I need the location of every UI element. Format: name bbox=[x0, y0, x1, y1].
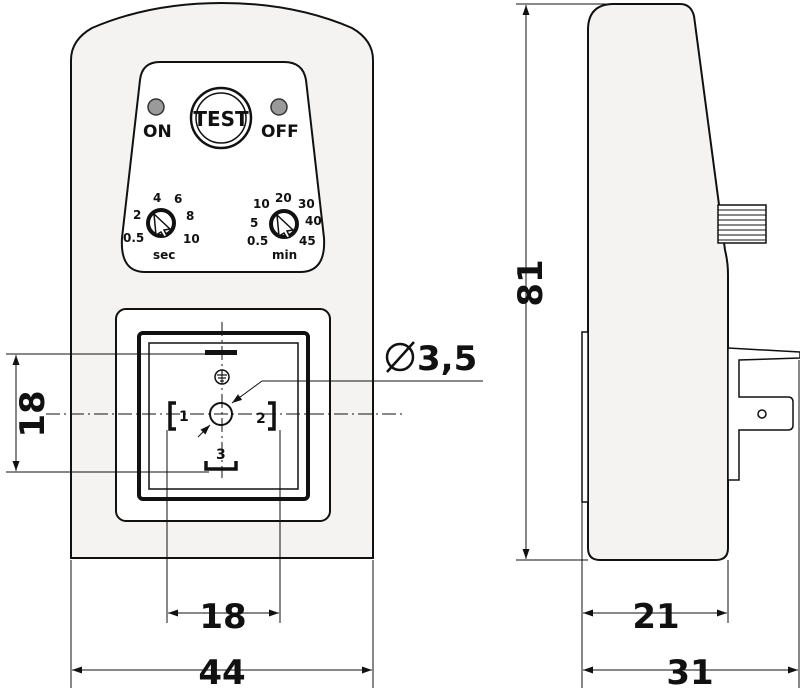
minutes-dial[interactable] bbox=[269, 209, 299, 239]
svg-text:8: 8 bbox=[186, 209, 194, 223]
total-height-label: 81 bbox=[511, 259, 551, 306]
pin-3-label: 3 bbox=[216, 447, 226, 463]
side-view: 81 21 31 bbox=[511, 3, 800, 690]
test-button[interactable]: TEST bbox=[189, 86, 253, 150]
minutes-dial-scale: 0.5 5 10 20 30 40 45 min bbox=[247, 191, 322, 262]
svg-text:2: 2 bbox=[133, 208, 141, 222]
hole-diameter-label: 3,5 bbox=[417, 339, 477, 379]
svg-text:45: 45 bbox=[299, 234, 316, 248]
pin-1-label: 1 bbox=[179, 409, 189, 425]
svg-text:0.5: 0.5 bbox=[247, 234, 268, 248]
off-led-icon bbox=[270, 98, 288, 116]
test-button-label: TEST bbox=[193, 107, 249, 131]
svg-text:0.5: 0.5 bbox=[123, 231, 144, 245]
pin-3-bracket bbox=[204, 461, 238, 471]
svg-text:10: 10 bbox=[183, 232, 200, 246]
width-pin-spacing-label: 18 bbox=[199, 597, 246, 637]
svg-text:5: 5 bbox=[250, 216, 258, 230]
blade-hole bbox=[757, 409, 767, 419]
on-led-icon bbox=[147, 98, 165, 116]
knob-ridges-icon bbox=[717, 204, 767, 244]
side-back-plate bbox=[581, 331, 589, 503]
top-slot bbox=[205, 350, 237, 355]
minutes-dial-pointer-icon bbox=[276, 213, 295, 239]
minutes-unit-label: min bbox=[272, 248, 297, 262]
svg-text:10: 10 bbox=[253, 197, 270, 211]
on-label: ON bbox=[143, 122, 172, 142]
pin-2-label: 2 bbox=[256, 411, 266, 427]
svg-text:30: 30 bbox=[298, 197, 315, 211]
svg-text:4: 4 bbox=[153, 191, 161, 205]
front-view: ON OFF TEST 0.5 2 4 6 8 10 sec bbox=[6, 1, 483, 690]
depth-body-label: 21 bbox=[632, 597, 679, 637]
diameter-symbol-icon bbox=[385, 341, 415, 373]
svg-text:20: 20 bbox=[275, 191, 292, 205]
pin-1-bracket bbox=[168, 401, 176, 431]
height-pin-spacing-label: 18 bbox=[13, 390, 53, 437]
pin-2-bracket bbox=[268, 401, 276, 431]
total-width-label: 44 bbox=[198, 653, 245, 690]
seconds-dial-pointer-icon bbox=[153, 212, 172, 238]
svg-text:40: 40 bbox=[305, 214, 322, 228]
off-label: OFF bbox=[261, 122, 299, 142]
depth-total-label: 31 bbox=[666, 653, 713, 690]
seconds-dial-scale: 0.5 2 4 6 8 10 sec bbox=[123, 191, 200, 262]
seconds-dial[interactable] bbox=[146, 208, 176, 238]
side-housing bbox=[587, 3, 729, 561]
seconds-unit-label: sec bbox=[153, 248, 175, 262]
socket-face bbox=[148, 342, 299, 490]
svg-text:6: 6 bbox=[174, 192, 182, 206]
